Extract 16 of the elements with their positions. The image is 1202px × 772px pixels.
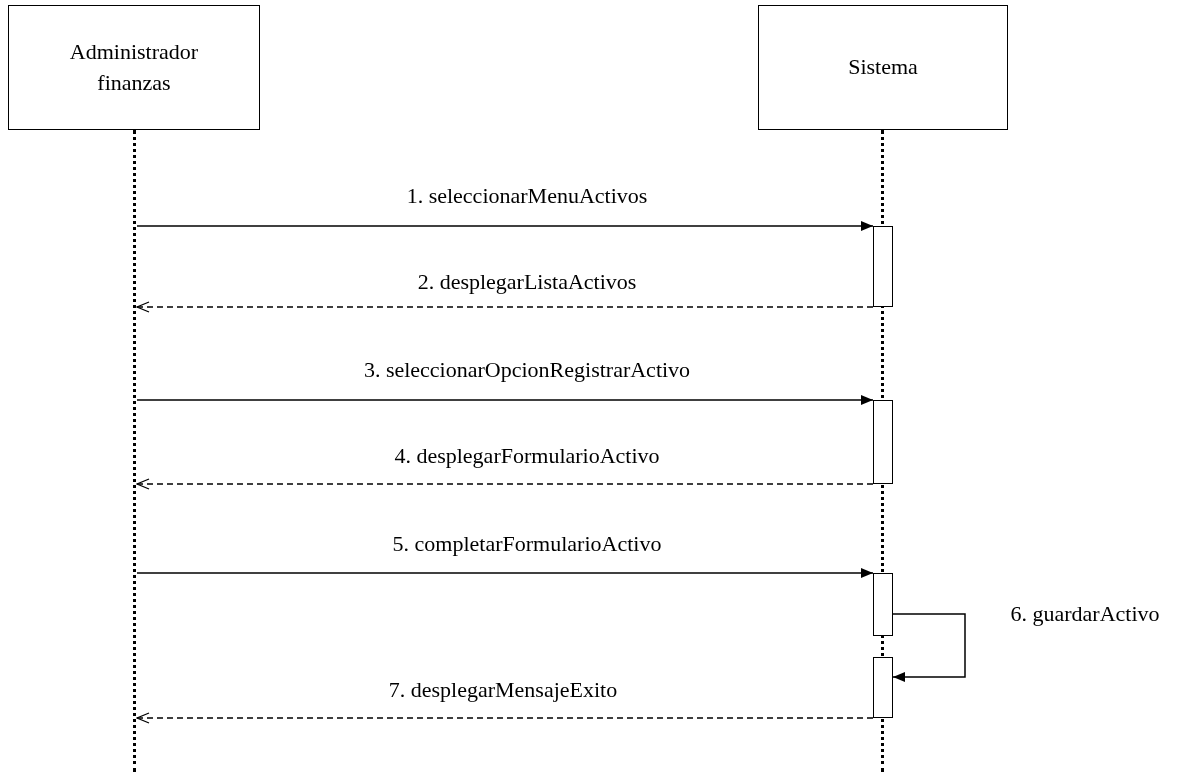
activation-bar [873, 573, 893, 636]
participant-name: Administrador finanzas [68, 37, 200, 97]
activation-bar [873, 226, 893, 307]
return-message-arrow [136, 712, 874, 724]
participant-box [758, 5, 1008, 130]
return-message-arrow [136, 478, 874, 490]
participant-name: Sistema [848, 53, 918, 82]
activation-bar [873, 657, 893, 718]
activation-bar [873, 400, 893, 484]
message-arrow [136, 568, 874, 578]
message-arrow [136, 395, 874, 405]
message-arrow [892, 613, 966, 682]
lifeline [133, 130, 137, 772]
return-message-arrow [136, 301, 874, 313]
participant-box [8, 5, 260, 130]
message-arrow [136, 221, 874, 231]
